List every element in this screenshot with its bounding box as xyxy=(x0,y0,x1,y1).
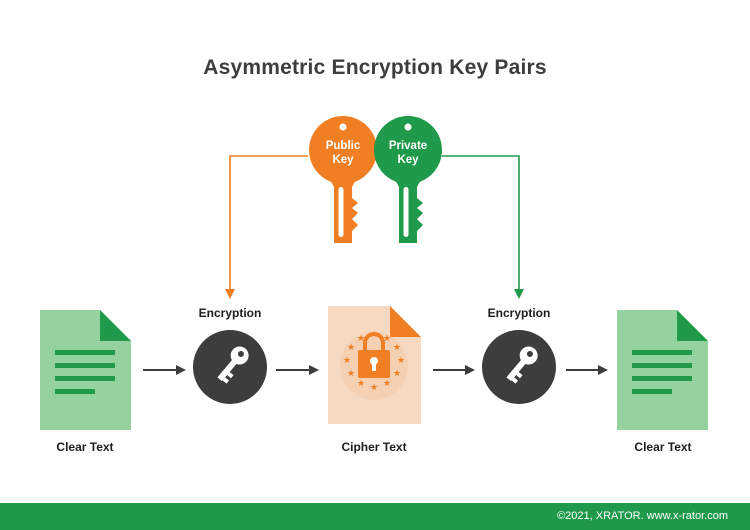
clear-text-output-document-icon xyxy=(617,310,708,430)
public-key-icon xyxy=(309,116,377,243)
encryption-left-label: Encryption xyxy=(198,306,262,320)
svg-text:★: ★ xyxy=(357,379,365,389)
private-key-label-line1: Private xyxy=(389,140,427,152)
cipher-text-label: Cipher Text xyxy=(341,440,407,454)
encryption-diagram: Public Key Private Key xyxy=(40,116,708,430)
encryption-left-key-icon xyxy=(193,330,267,404)
encryption-right-key-icon xyxy=(482,330,556,404)
svg-text:★: ★ xyxy=(370,330,378,340)
svg-text:★: ★ xyxy=(397,356,405,366)
svg-text:★: ★ xyxy=(393,343,401,353)
padlock-icon xyxy=(358,332,390,378)
svg-text:★: ★ xyxy=(383,334,391,344)
private-key-connector xyxy=(442,155,524,299)
clear-text-input-label: Clear Text xyxy=(56,440,114,454)
svg-text:★: ★ xyxy=(357,334,365,344)
diagram-title: Asymmetric Encryption Key Pairs xyxy=(203,56,547,79)
public-key-connector xyxy=(225,155,308,299)
svg-text:★: ★ xyxy=(347,343,355,353)
footer-bar: ©2021, XRATOR. www.x-rator.com xyxy=(0,503,750,530)
public-key-label-line2: Key xyxy=(332,154,354,166)
clear-text-output-label: Clear Text xyxy=(634,440,692,454)
svg-text:★: ★ xyxy=(347,369,355,379)
star-ring-icon: ★ ★ ★ ★ ★ ★ ★ ★ ★ ★ ★ ★ xyxy=(343,330,405,393)
footer-copyright: ©2021, XRATOR. www.x-rator.com xyxy=(557,510,728,522)
svg-text:★: ★ xyxy=(383,379,391,389)
private-key-label-line2: Key xyxy=(397,154,419,166)
encryption-right-label: Encryption xyxy=(487,306,551,320)
clear-text-document-icon xyxy=(40,310,131,430)
svg-text:★: ★ xyxy=(393,369,401,379)
svg-text:★: ★ xyxy=(370,383,378,393)
svg-text:★: ★ xyxy=(343,356,351,366)
public-key-label-line1: Public xyxy=(326,140,361,152)
private-key-icon xyxy=(374,116,442,243)
